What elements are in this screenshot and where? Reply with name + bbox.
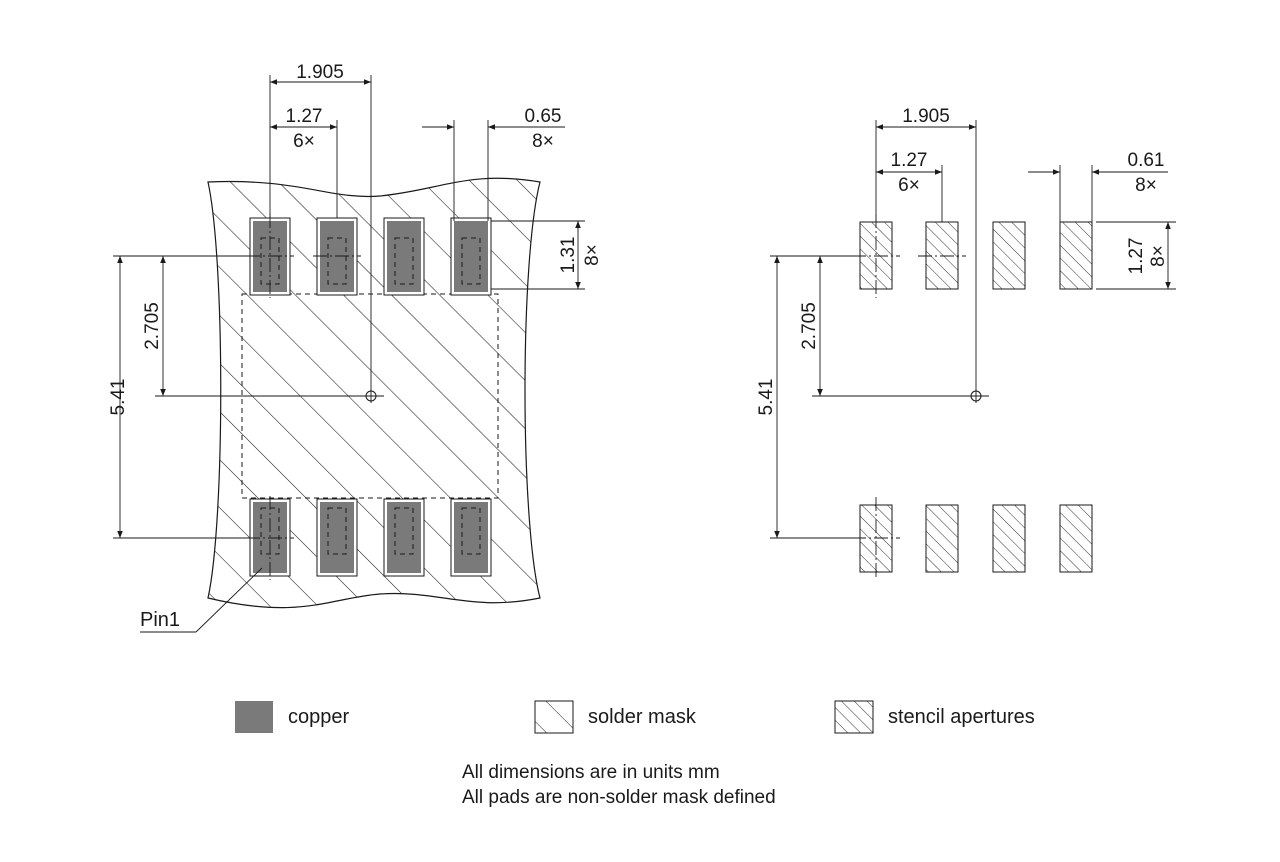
dim-pitch-total: 1.905 <box>296 62 344 83</box>
bottom-aperture-row <box>859 504 1093 573</box>
dim-center: 2.705 <box>142 302 163 350</box>
copper-pad <box>320 221 354 292</box>
stencil-aperture <box>925 221 959 290</box>
stencil-aperture <box>992 221 1026 290</box>
notes: All dimensions are in units mm All pads … <box>462 762 776 808</box>
note-units: All dimensions are in units mm <box>462 762 720 783</box>
dim-pitch-total: 1.905 <box>902 106 950 127</box>
dim-rows: 5.41 <box>756 379 777 416</box>
legend: copper solder mask stencil apertures <box>235 700 1035 734</box>
right-view: 1.905 1.27 6× 0.61 8× 1.27 8× 2.705 5.41 <box>756 106 1176 580</box>
legend-copper-label: copper <box>288 706 349 728</box>
left-view: 1.905 1.27 6× 0.65 8× 1.31 8× 2.705 5.41… <box>108 62 603 633</box>
solder-mask-swatch <box>534 700 574 734</box>
dim-pitch-count: 6× <box>293 131 315 152</box>
dim-pad-height: 1.27 <box>1126 238 1147 275</box>
dim-pad-width-count: 8× <box>1135 175 1157 196</box>
dim-pad-height-count: 8× <box>582 244 603 266</box>
dim-rows: 5.41 <box>108 379 129 416</box>
copper-pad <box>387 502 421 573</box>
dim-pitch-count: 6× <box>898 175 920 196</box>
bottom-pad-row <box>249 498 492 577</box>
stencil-aperture <box>1059 221 1093 290</box>
copper-pad <box>387 221 421 292</box>
copper-pad <box>454 502 488 573</box>
legend-solder-mask-label: solder mask <box>588 706 697 728</box>
legend-item-stencil: stencil apertures <box>834 700 1035 734</box>
legend-item-solder-mask: solder mask <box>534 700 697 734</box>
copper-pad <box>454 221 488 292</box>
stencil-aperture <box>992 504 1026 573</box>
dim-pitch: 1.27 <box>286 106 323 127</box>
dim-pitch: 1.27 <box>891 150 928 171</box>
stencil-aperture <box>925 504 959 573</box>
exposed-pad-outline <box>241 293 499 499</box>
legend-item-copper: copper <box>235 701 349 733</box>
stencil-aperture <box>859 504 893 573</box>
copper-pad <box>320 502 354 573</box>
legend-stencil-label: stencil apertures <box>888 706 1035 728</box>
dim-pad-height-count: 8× <box>1148 245 1169 267</box>
dim-pad-width-count: 8× <box>532 131 554 152</box>
pin1-label: Pin1 <box>140 609 180 631</box>
dim-pad-width: 0.65 <box>525 106 562 127</box>
stencil-aperture <box>1059 504 1093 573</box>
dim-pad-width: 0.61 <box>1128 150 1165 171</box>
stencil-swatch <box>834 700 874 734</box>
dim-pad-height: 1.31 <box>558 237 579 274</box>
copper-swatch <box>235 701 273 733</box>
note-pads: All pads are non-solder mask defined <box>462 787 776 808</box>
dim-center: 2.705 <box>799 302 820 350</box>
